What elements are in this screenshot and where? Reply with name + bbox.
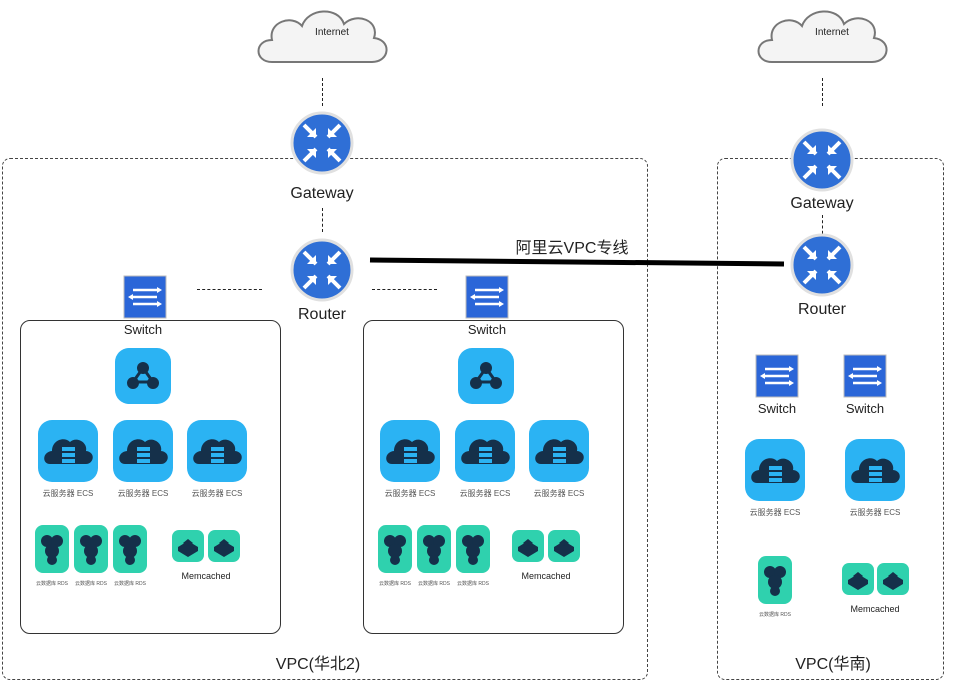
memcached-icon bbox=[208, 530, 240, 562]
arrow-gateway-router bbox=[822, 215, 823, 239]
arrow-router-switch bbox=[372, 289, 437, 290]
memcached-label: Memcached bbox=[850, 604, 900, 614]
router-label: Router bbox=[797, 301, 847, 318]
internet-label-north: Internet bbox=[315, 27, 349, 38]
rds-label: 云数据库 RDS bbox=[379, 581, 411, 587]
rds-label: 云数据库 RDS bbox=[75, 581, 107, 587]
vpc-north-label: VPC(华北2) bbox=[275, 656, 361, 673]
ecs-label: 云服务器 ECS bbox=[191, 489, 243, 498]
arrow-router-switch bbox=[197, 289, 262, 290]
switch-label: Switch bbox=[845, 401, 885, 416]
ecs-label: 云服务器 ECS bbox=[459, 489, 511, 498]
rds-icon bbox=[378, 525, 412, 573]
switch-icon bbox=[755, 354, 799, 398]
ecs-icon bbox=[745, 439, 805, 501]
switch-label: Switch bbox=[123, 322, 163, 337]
arrow-internet-gateway bbox=[822, 78, 823, 106]
internet-label-south: Internet bbox=[815, 27, 849, 38]
vpc-south-label: VPC(华南) bbox=[795, 656, 871, 673]
rds-icon bbox=[417, 525, 451, 573]
subnet-box-2 bbox=[363, 320, 624, 634]
switch-icon bbox=[123, 275, 167, 319]
subnet-box-1 bbox=[20, 320, 281, 634]
rds-label: 云数据库 RDS bbox=[457, 581, 489, 587]
ecs-icon bbox=[455, 420, 515, 482]
rds-icon bbox=[456, 525, 490, 573]
memcached-icon bbox=[548, 530, 580, 562]
switch-label: Switch bbox=[467, 322, 507, 337]
ecs-label: 云服务器 ECS bbox=[533, 489, 585, 498]
memcached-label: Memcached bbox=[521, 571, 571, 581]
hub-icon bbox=[458, 348, 514, 404]
rds-icon bbox=[113, 525, 147, 573]
memcached-icon bbox=[172, 530, 204, 562]
memcached-icon bbox=[512, 530, 544, 562]
switch-label: Switch bbox=[757, 401, 797, 416]
dedicated-line-label: 阿里云VPC专线 bbox=[515, 240, 629, 257]
ecs-label: 云服务器 ECS bbox=[42, 489, 94, 498]
gateway-label: Gateway bbox=[790, 195, 854, 212]
hub-icon bbox=[115, 348, 171, 404]
memcached-icon bbox=[842, 563, 874, 595]
ecs-label: 云服务器 ECS bbox=[384, 489, 436, 498]
rds-label: 云数据库 RDS bbox=[36, 581, 68, 587]
ecs-label: 云服务器 ECS bbox=[849, 508, 901, 517]
ecs-icon bbox=[38, 420, 98, 482]
rds-label: 云数据库 RDS bbox=[759, 612, 791, 618]
ecs-icon bbox=[187, 420, 247, 482]
memcached-icon bbox=[877, 563, 909, 595]
memcached-label: Memcached bbox=[181, 571, 231, 581]
gateway-label: Gateway bbox=[290, 185, 354, 202]
ecs-icon bbox=[113, 420, 173, 482]
arrow-gateway-router bbox=[322, 208, 323, 232]
rds-icon bbox=[74, 525, 108, 573]
rds-label: 云数据库 RDS bbox=[418, 581, 450, 587]
rds-icon bbox=[758, 556, 792, 604]
ecs-label: 云服务器 ECS bbox=[749, 508, 801, 517]
switch-icon bbox=[465, 275, 509, 319]
rds-label: 云数据库 RDS bbox=[114, 581, 146, 587]
ecs-icon bbox=[380, 420, 440, 482]
rds-icon bbox=[35, 525, 69, 573]
ecs-icon bbox=[529, 420, 589, 482]
router-label: Router bbox=[297, 306, 347, 323]
ecs-icon bbox=[845, 439, 905, 501]
ecs-label: 云服务器 ECS bbox=[117, 489, 169, 498]
switch-icon bbox=[843, 354, 887, 398]
arrow-internet-gateway bbox=[322, 78, 323, 106]
